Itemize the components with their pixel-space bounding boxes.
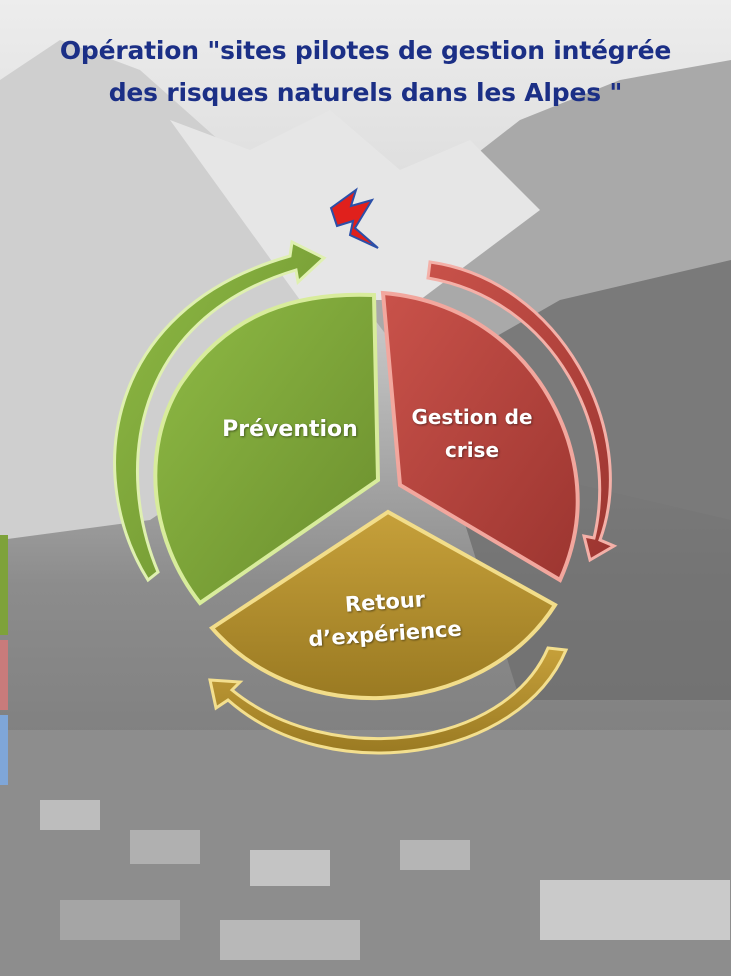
left-edge-green <box>0 535 8 635</box>
retour-segment <box>208 509 558 701</box>
prevention-label: Prévention <box>222 417 358 442</box>
retour-arrow <box>208 646 569 755</box>
lightning-icon <box>329 187 379 249</box>
gestion-label-line2: crise <box>444 438 500 462</box>
gestion-label-line1: Gestion de <box>411 405 533 429</box>
title-line-1: Opération "sites pilotes de gestion inté… <box>59 36 672 65</box>
left-edge-red <box>0 640 8 710</box>
prevention-segment <box>153 292 381 606</box>
gestion-arrow <box>426 260 618 563</box>
prevention-arrow <box>113 239 327 583</box>
gestion-segment <box>380 290 580 583</box>
title-line-2: des risques naturels dans les Alpes " <box>108 78 623 107</box>
left-edge-blue <box>0 715 8 785</box>
